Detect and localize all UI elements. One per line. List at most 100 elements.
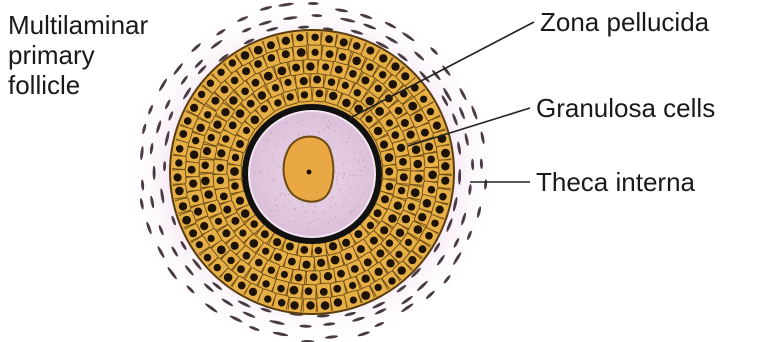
ooplasm-speckle: [342, 163, 343, 164]
granulosa-nucleus: [329, 242, 337, 250]
granulosa-nucleus: [229, 122, 237, 130]
ooplasm-speckle: [327, 126, 328, 127]
ooplasm-speckle: [268, 174, 269, 175]
granulosa-nucleus: [254, 46, 263, 55]
ooplasm-speckle: [363, 160, 364, 161]
ooplasm-speckle: [350, 211, 351, 212]
ooplasm-speckle: [332, 197, 333, 198]
granulosa-nucleus: [175, 187, 184, 196]
granulosa-nucleus: [391, 131, 399, 139]
ooplasm-speckle: [356, 175, 357, 176]
granulosa-nucleus: [242, 67, 250, 75]
label-zona-pellucida: Zona pellucida: [540, 7, 710, 37]
ooplasm-speckle: [293, 209, 294, 210]
granulosa-nucleus: [250, 220, 258, 228]
granulosa-nucleus: [201, 177, 210, 186]
granulosa-nucleus: [401, 119, 409, 127]
granulosa-nucleus: [386, 183, 394, 191]
ooplasm-speckle: [266, 151, 267, 152]
ooplasm-speckle: [360, 170, 361, 171]
granulosa-nucleus: [361, 76, 369, 84]
ooplasm-speckle: [255, 172, 256, 173]
ooplasm-speckle: [310, 222, 311, 223]
granulosa-nucleus: [401, 72, 409, 80]
ooplasm-speckle: [314, 212, 315, 213]
granulosa-nucleus: [201, 162, 209, 170]
granulosa-nucleus: [238, 282, 246, 290]
granulosa-nucleus: [381, 195, 389, 203]
granulosa-nucleus: [208, 235, 215, 242]
granulosa-nucleus: [441, 149, 450, 158]
granulosa-nucleus: [282, 50, 290, 58]
ooplasm-speckle: [322, 213, 323, 214]
ooplasm-speckle: [289, 201, 290, 202]
granulosa-nucleus: [295, 274, 303, 282]
granulosa-nucleus: [220, 193, 228, 201]
ooplasm-speckle: [300, 120, 301, 121]
ooplasm-speckle: [324, 117, 325, 118]
granulosa-nucleus: [322, 63, 329, 70]
granulosa-nucleus: [290, 286, 299, 295]
granulosa-nucleus: [296, 34, 303, 41]
granulosa-nucleus: [207, 80, 214, 87]
granulosa-nucleus: [221, 86, 229, 94]
ooplasm-speckle: [327, 140, 328, 141]
ooplasm-speckle: [337, 183, 338, 184]
granulosa-nucleus: [264, 295, 271, 302]
granulosa-nucleus: [310, 273, 318, 281]
granulosa-nucleus: [412, 145, 421, 154]
ooplasm-speckle: [277, 206, 278, 207]
ooplasm-speckle: [353, 175, 354, 176]
granulosa-nucleus: [334, 298, 342, 306]
granulosa-nucleus: [267, 41, 275, 49]
granulosa-nucleus: [268, 267, 275, 274]
ooplasm-speckle: [334, 217, 335, 218]
granulosa-nucleus: [213, 121, 221, 129]
granulosa-nucleus: [221, 108, 229, 116]
granulosa-nucleus: [198, 91, 205, 98]
granulosa-nucleus: [335, 66, 343, 74]
granulosa-nucleus: [340, 38, 348, 46]
ooplasm-speckle: [325, 220, 326, 221]
granulosa-nucleus: [398, 187, 405, 194]
ooplasm-speckle: [358, 186, 359, 187]
granulosa-nucleus: [364, 258, 372, 266]
granulosa-nucleus: [428, 171, 437, 180]
ooplasm-speckle: [351, 213, 352, 214]
ooplasm-speckle: [269, 179, 270, 180]
ooplasm-speckle: [348, 178, 349, 179]
granulosa-nucleus: [385, 168, 393, 176]
granulosa-nucleus: [414, 225, 423, 234]
granulosa-nucleus: [252, 79, 260, 87]
granulosa-nucleus: [278, 299, 286, 307]
granulosa-nucleus: [339, 53, 347, 61]
granulosa-nucleus: [262, 280, 269, 287]
granulosa-nucleus: [436, 206, 444, 214]
ooplasm-speckle: [275, 205, 276, 206]
ooplasm-speckle: [302, 206, 303, 207]
ooplasm-speckle: [339, 189, 340, 190]
granulosa-nucleus: [342, 99, 350, 107]
ooplasm-speckle: [313, 124, 314, 125]
granulosa-nucleus: [204, 254, 212, 262]
granulosa-nucleus: [376, 249, 384, 257]
granulosa-nucleus: [300, 77, 308, 85]
granulosa-nucleus: [249, 288, 257, 296]
granulosa-nucleus: [386, 259, 394, 267]
granulosa-nucleus: [414, 174, 422, 182]
granulosa-nucleus: [352, 57, 361, 66]
ooplasm-speckle: [306, 212, 307, 213]
granulosa-nucleus: [189, 180, 197, 188]
ooplasm-speckle: [277, 198, 278, 199]
granulosa-nucleus: [315, 247, 323, 255]
granulosa-nucleus: [231, 182, 239, 190]
ooplasm-speckle: [330, 217, 331, 218]
granulosa-nucleus: [290, 301, 298, 309]
granulosa-nucleus: [175, 159, 182, 166]
granulosa-nucleus: [273, 238, 281, 246]
granulosa-nucleus: [324, 272, 332, 280]
granulosa-nucleus: [374, 127, 383, 136]
granulosa-nucleus: [229, 59, 236, 66]
granulosa-nucleus: [408, 256, 416, 264]
